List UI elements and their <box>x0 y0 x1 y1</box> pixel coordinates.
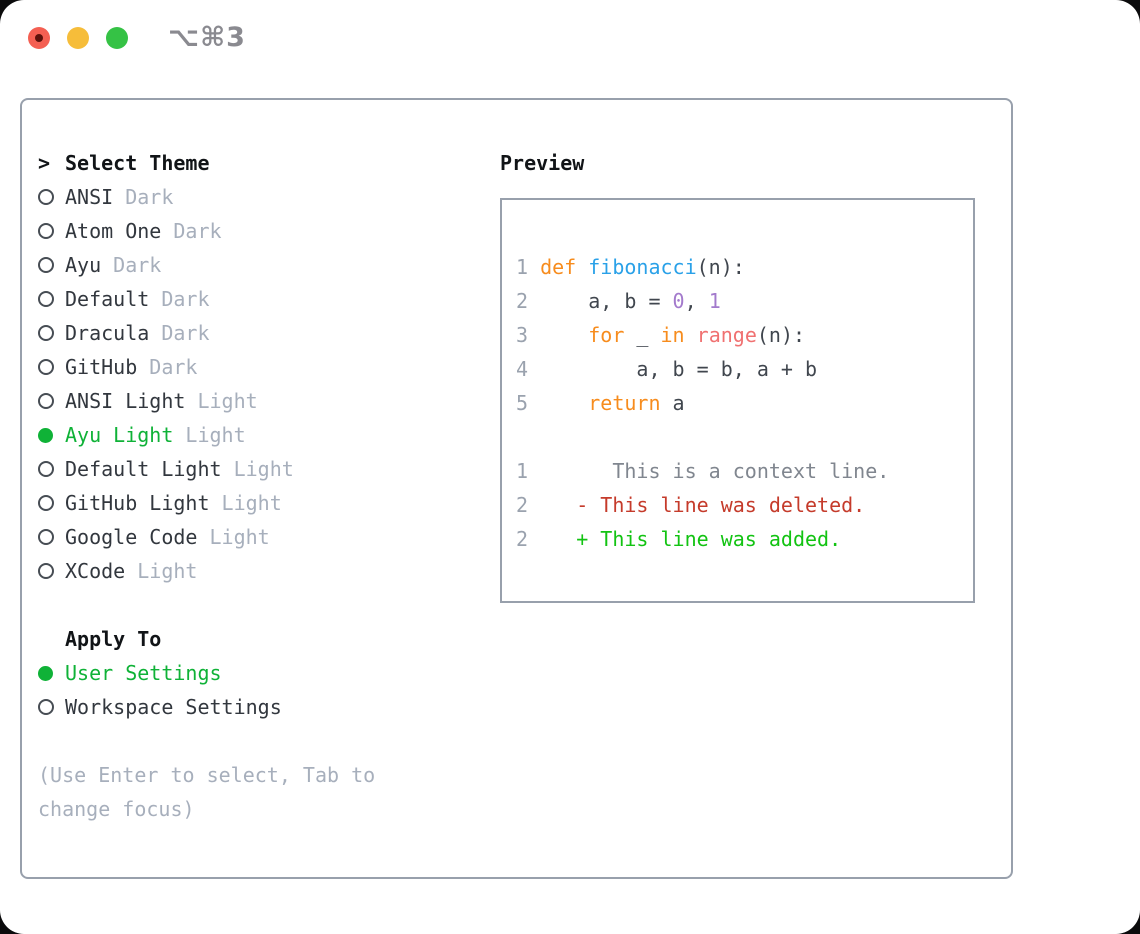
radio-circle-icon <box>38 325 54 341</box>
option-label: Ayu Light <box>65 423 174 447</box>
option-variant: Light <box>197 525 270 549</box>
select-theme-header: > Select Theme <box>38 146 478 180</box>
option-variant: Light <box>221 457 294 481</box>
theme-option-ayu-dark[interactable]: Ayu Dark <box>38 248 478 282</box>
option-label: ANSI Light <box>65 389 186 413</box>
option-variant: Dark <box>149 321 210 345</box>
code-line: 1 def fibonacci(n): <box>516 255 745 279</box>
theme-option-default-light-light[interactable]: Default Light Light <box>38 452 478 486</box>
window-title: ⌥⌘3 <box>168 22 246 53</box>
theme-option-ansi-light-light[interactable]: ANSI Light Light <box>38 384 478 418</box>
close-button[interactable] <box>28 27 50 49</box>
titlebar: ⌥⌘3 <box>0 0 1140 76</box>
radio-circle-icon <box>38 223 54 239</box>
option-label: Dracula <box>65 321 150 345</box>
theme-option-google-code-light[interactable]: Google Code Light <box>38 520 478 554</box>
close-dot-icon <box>35 34 43 42</box>
theme-option-ansi-dark[interactable]: ANSI Dark <box>38 180 478 214</box>
minimize-button[interactable] <box>67 27 89 49</box>
option-variant: Light <box>185 389 258 413</box>
option-variant: Light <box>125 559 198 583</box>
apply-option-user-settings[interactable]: User Settings <box>38 656 478 690</box>
code-line: 1 This is a context line. <box>516 459 890 483</box>
option-variant: Dark <box>149 287 210 311</box>
option-variant: Dark <box>101 253 162 277</box>
option-label: Default <box>65 287 150 311</box>
radio-circle-icon <box>38 359 54 375</box>
option-variant: Dark <box>137 355 198 379</box>
keyboard-hint: (Use Enter to select, Tab to change focu… <box>38 763 376 821</box>
code-preview: 1 def fibonacci(n): 2 a, b = 0, 1 3 for _ … <box>516 250 973 556</box>
selected-dot-icon <box>38 665 53 681</box>
caret-icon: > <box>38 151 51 175</box>
spacer <box>38 724 478 758</box>
radio-circle-icon <box>38 699 54 715</box>
radio-circle-icon <box>38 495 54 511</box>
preview-title: Preview <box>500 151 585 175</box>
radio-circle-icon <box>38 529 54 545</box>
option-label: Atom One <box>65 219 162 243</box>
theme-option-xcode-light[interactable]: XCode Light <box>38 554 478 588</box>
code-line: 3 for _ in range(n): <box>516 323 806 347</box>
radio-circle-icon <box>38 291 54 307</box>
apply-to-header: Apply To <box>65 627 162 651</box>
preview-column: Preview 1 def fibonacci(n): 2 a, b = 0, 1… <box>500 146 995 603</box>
option-label: Ayu <box>65 253 102 277</box>
theme-option-dracula-dark[interactable]: Dracula Dark <box>38 316 478 350</box>
radio-circle-icon <box>38 257 54 273</box>
option-label: User Settings <box>65 661 222 685</box>
theme-option-atom-one-dark[interactable]: Atom One Dark <box>38 214 478 248</box>
apply-option-workspace-settings[interactable]: Workspace Settings <box>38 690 478 724</box>
option-variant: Light <box>173 423 246 447</box>
theme-option-default-dark[interactable]: Default Dark <box>38 282 478 316</box>
radio-circle-icon <box>38 461 54 477</box>
option-label: Default Light <box>65 457 222 481</box>
code-line: 2 + This line was added. <box>516 527 842 551</box>
option-label: Google Code <box>65 525 198 549</box>
code-line <box>516 420 973 454</box>
selected-dot-icon <box>38 427 53 443</box>
theme-option-github-dark[interactable]: GitHub Dark <box>38 350 478 384</box>
option-variant: Dark <box>113 185 174 209</box>
zoom-button[interactable] <box>106 27 128 49</box>
code-line: 2 - This line was deleted. <box>516 493 866 517</box>
spacer <box>38 588 478 622</box>
code-line: 5 return a <box>516 391 685 415</box>
code-line: 4 a, b = b, a + b <box>516 357 818 381</box>
radio-circle-icon <box>38 189 54 205</box>
theme-option-ayu-light-light[interactable]: Ayu Light Light <box>38 418 478 452</box>
preview-header: Preview <box>500 146 995 180</box>
option-label: GitHub Light <box>65 491 210 515</box>
option-variant: Light <box>209 491 282 515</box>
theme-option-github-light-light[interactable]: GitHub Light Light <box>38 486 478 520</box>
option-label: XCode <box>65 559 126 583</box>
radio-circle-icon <box>38 563 54 579</box>
preview-box: 1 def fibonacci(n): 2 a, b = 0, 1 3 for _ … <box>500 198 975 603</box>
radio-circle-icon <box>38 393 54 409</box>
select-theme-title: Select Theme <box>65 151 210 175</box>
option-label: GitHub <box>65 355 138 379</box>
code-line: 2 a, b = 0, 1 <box>516 289 721 313</box>
option-variant: Dark <box>161 219 222 243</box>
option-label: ANSI <box>65 185 114 209</box>
option-label: Workspace Settings <box>65 695 282 719</box>
